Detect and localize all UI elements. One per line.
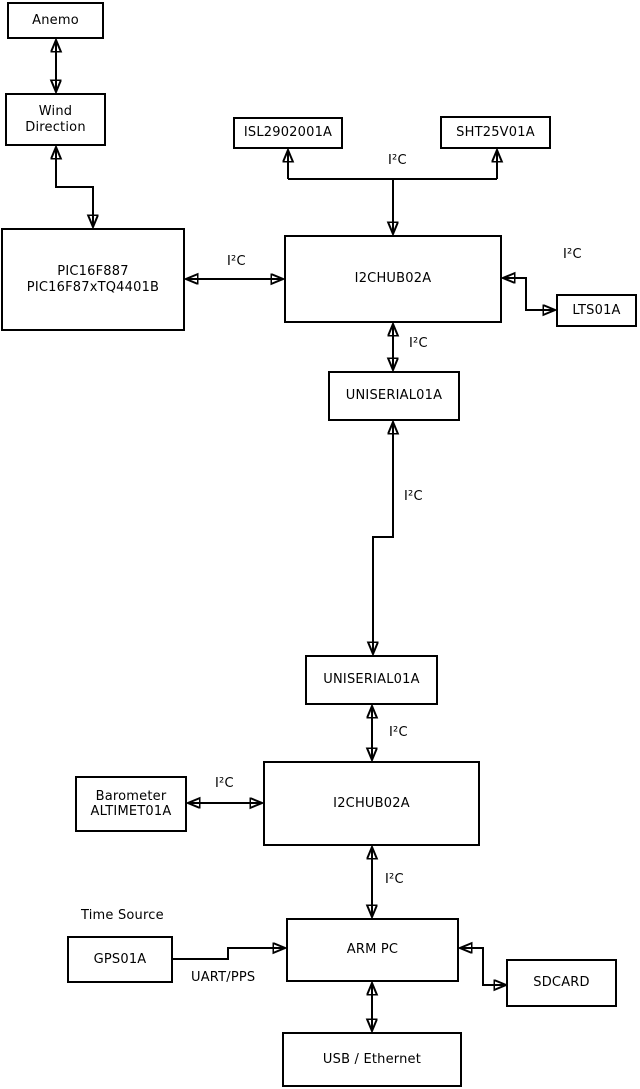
box-isl-label: ISL2902001A — [243, 125, 333, 141]
label-i2c-hub2-armpc: I²C — [385, 872, 404, 887]
box-pic-line2: PIC16F87xTQ4401B — [26, 279, 160, 295]
label-i2c-barometer: I²C — [215, 776, 234, 791]
box-barometer-line1: Barometer — [95, 788, 167, 804]
label-i2c-bus: I²C — [388, 153, 407, 168]
label-time-source: Time Source — [81, 908, 164, 923]
box-anemo: Anemo — [7, 2, 104, 39]
box-pic-line1: PIC16F887 — [57, 264, 129, 280]
label-i2c-uniserial-hub2: I²C — [389, 725, 408, 740]
label-uart-pps: UART/PPS — [191, 970, 256, 985]
box-lts: LTS01A — [556, 294, 637, 327]
box-gps: GPS01A — [67, 936, 173, 983]
box-uniserial-bottom-label: UNISERIAL01A — [323, 672, 420, 688]
box-i2chub-top-label: I2CHUB02A — [354, 271, 432, 287]
box-i2chub-bottom: I2CHUB02A — [263, 761, 480, 846]
label-i2c-lts: I²C — [563, 247, 582, 262]
box-sdcard-label: SDCARD — [533, 975, 590, 991]
box-usb-ethernet: USB / Ethernet — [282, 1032, 462, 1087]
box-isl: ISL2902001A — [233, 117, 343, 149]
label-i2c-pic-hub: I²C — [227, 254, 246, 269]
box-sht: SHT25V01A — [440, 116, 551, 149]
connector-wind-pic — [56, 147, 93, 227]
box-sdcard: SDCARD — [506, 959, 617, 1007]
box-wind-direction-line2: Direction — [25, 119, 86, 135]
box-wind-direction: Wind Direction — [5, 93, 106, 146]
box-usb-ethernet-label: USB / Ethernet — [322, 1051, 422, 1067]
box-i2chub-top: I2CHUB02A — [284, 235, 502, 323]
box-barometer: Barometer ALTIMET01A — [75, 776, 187, 832]
box-gps-label: GPS01A — [93, 951, 147, 967]
label-i2c-hub-uniserial: I²C — [409, 336, 428, 351]
box-sht-label: SHT25V01A — [456, 124, 535, 140]
connector-uniserial-top-uniserial-bottom — [373, 422, 393, 654]
box-arm-pc: ARM PC — [286, 918, 459, 982]
box-arm-pc-label: ARM PC — [346, 942, 399, 958]
box-barometer-line2: ALTIMET01A — [90, 804, 172, 819]
label-i2c-uniserial-link: I²C — [404, 489, 423, 504]
connector-armpc-sdcard — [460, 948, 506, 985]
box-lts-label: LTS01A — [572, 302, 621, 318]
box-i2chub-bottom-label: I2CHUB02A — [333, 795, 410, 811]
box-uniserial-bottom: UNISERIAL01A — [305, 655, 438, 705]
box-uniserial-top: UNISERIAL01A — [328, 371, 460, 421]
box-wind-direction-line1: Wind — [38, 104, 73, 120]
connector-i2chub-top-lts — [503, 278, 555, 310]
connector-gps-armpc — [173, 948, 285, 960]
box-uniserial-top-label: UNISERIAL01A — [345, 388, 443, 404]
box-pic: PIC16F887 PIC16F87xTQ4401B — [1, 228, 185, 331]
box-anemo-label: Anemo — [32, 12, 79, 28]
